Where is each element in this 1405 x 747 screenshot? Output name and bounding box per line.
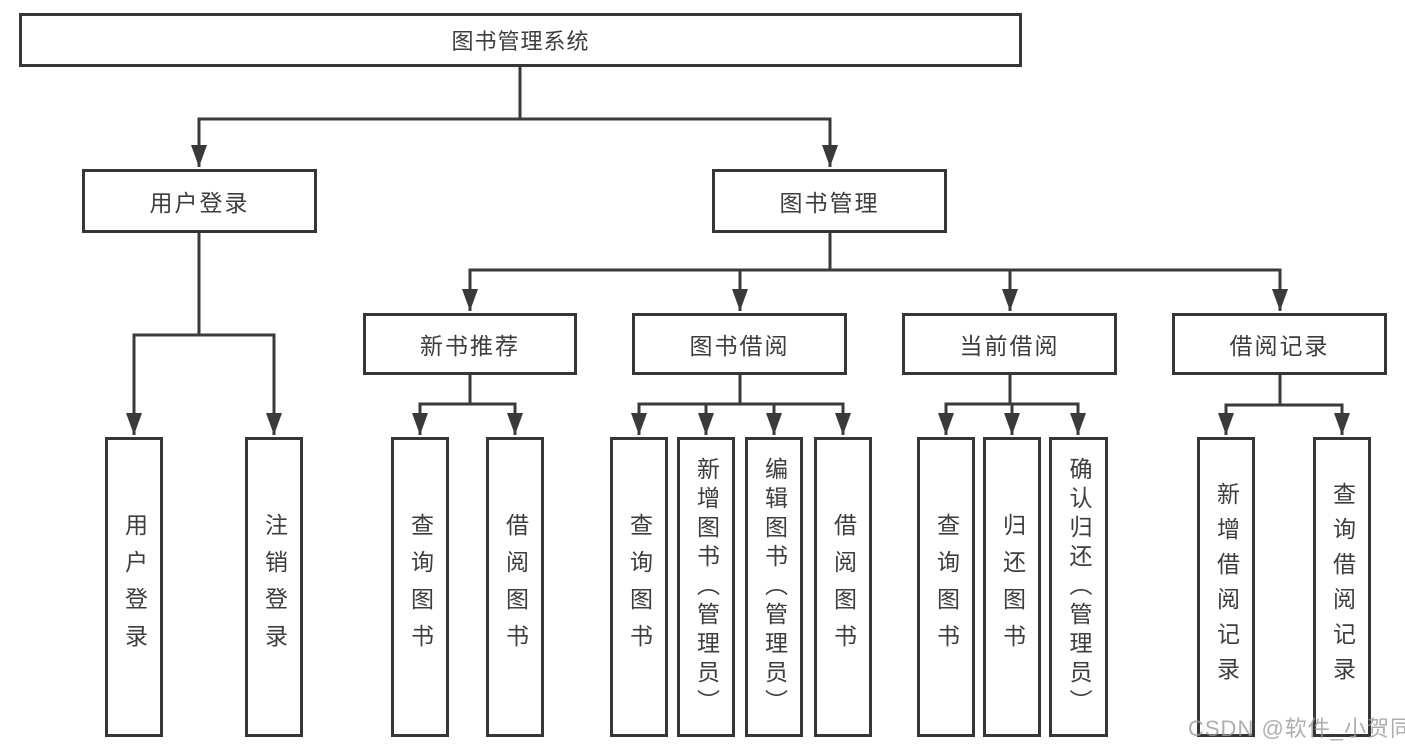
node-book-borrow: 图书借阅 xyxy=(632,313,847,375)
node-book-management: 图书管理 xyxy=(712,169,947,233)
node-user-login: 用户登录 xyxy=(82,169,317,233)
node-current-borrow: 当前借阅 xyxy=(902,313,1117,375)
leaf-current-return-books-label: 归还图书 xyxy=(999,513,1026,661)
node-book-borrow-label: 图书借阅 xyxy=(689,333,790,359)
node-current-borrow-label: 当前借阅 xyxy=(959,333,1060,359)
node-borrow-records: 借阅记录 xyxy=(1172,313,1387,375)
node-root: 图书管理系统 xyxy=(19,13,1022,67)
csdn-watermark: CSDN @软件_小贺同学 xyxy=(1188,716,1405,741)
leaf-borrow-borrow-books-label: 借阅图书 xyxy=(830,513,857,661)
leaf-records-add-record-label: 新增借阅记录 xyxy=(1213,482,1240,692)
leaf-current-return-books: 归还图书 xyxy=(983,437,1041,737)
node-user-login-label: 用户登录 xyxy=(149,190,250,216)
leaf-user-login-label: 用户登录 xyxy=(121,513,148,661)
node-new-book-recommend-label: 新书推荐 xyxy=(420,333,520,359)
node-new-book-recommend: 新书推荐 xyxy=(363,313,577,375)
leaf-logout-label: 注销登录 xyxy=(261,513,288,661)
node-borrow-records-label: 借阅记录 xyxy=(1229,333,1330,359)
leaf-recommend-borrow-books: 借阅图书 xyxy=(486,437,544,737)
leaf-borrow-edit-books-admin: 编辑图书（管理员） xyxy=(745,437,803,737)
leaf-user-login: 用户登录 xyxy=(105,437,163,737)
leaf-borrow-add-books-admin-label: 新增图书（管理员） xyxy=(693,456,720,718)
leaf-current-query-books: 查询图书 xyxy=(917,437,975,737)
leaf-current-query-books-label: 查询图书 xyxy=(933,513,960,661)
leaf-current-confirm-return-admin: 确认归还（管理员） xyxy=(1049,437,1108,737)
leaf-borrow-add-books-admin: 新增图书（管理员） xyxy=(677,437,735,737)
leaf-logout: 注销登录 xyxy=(245,437,303,737)
node-root-label: 图书管理系统 xyxy=(451,29,590,54)
leaf-recommend-query-books-label: 查询图书 xyxy=(407,513,434,661)
leaf-records-query-record: 查询借阅记录 xyxy=(1313,437,1371,737)
node-book-management-label: 图书管理 xyxy=(779,190,880,216)
leaf-recommend-query-books: 查询图书 xyxy=(391,437,449,737)
leaf-current-confirm-return-admin-label: 确认归还（管理员） xyxy=(1066,456,1092,718)
leaf-recommend-borrow-books-label: 借阅图书 xyxy=(502,513,529,661)
leaf-borrow-borrow-books: 借阅图书 xyxy=(814,437,872,737)
leaf-borrow-query-books-label: 查询图书 xyxy=(626,513,653,661)
leaf-borrow-edit-books-admin-label: 编辑图书（管理员） xyxy=(761,456,788,718)
leaf-records-query-record-label: 查询借阅记录 xyxy=(1329,482,1356,692)
leaf-borrow-query-books: 查询图书 xyxy=(610,437,668,737)
leaf-records-add-record: 新增借阅记录 xyxy=(1197,437,1255,737)
